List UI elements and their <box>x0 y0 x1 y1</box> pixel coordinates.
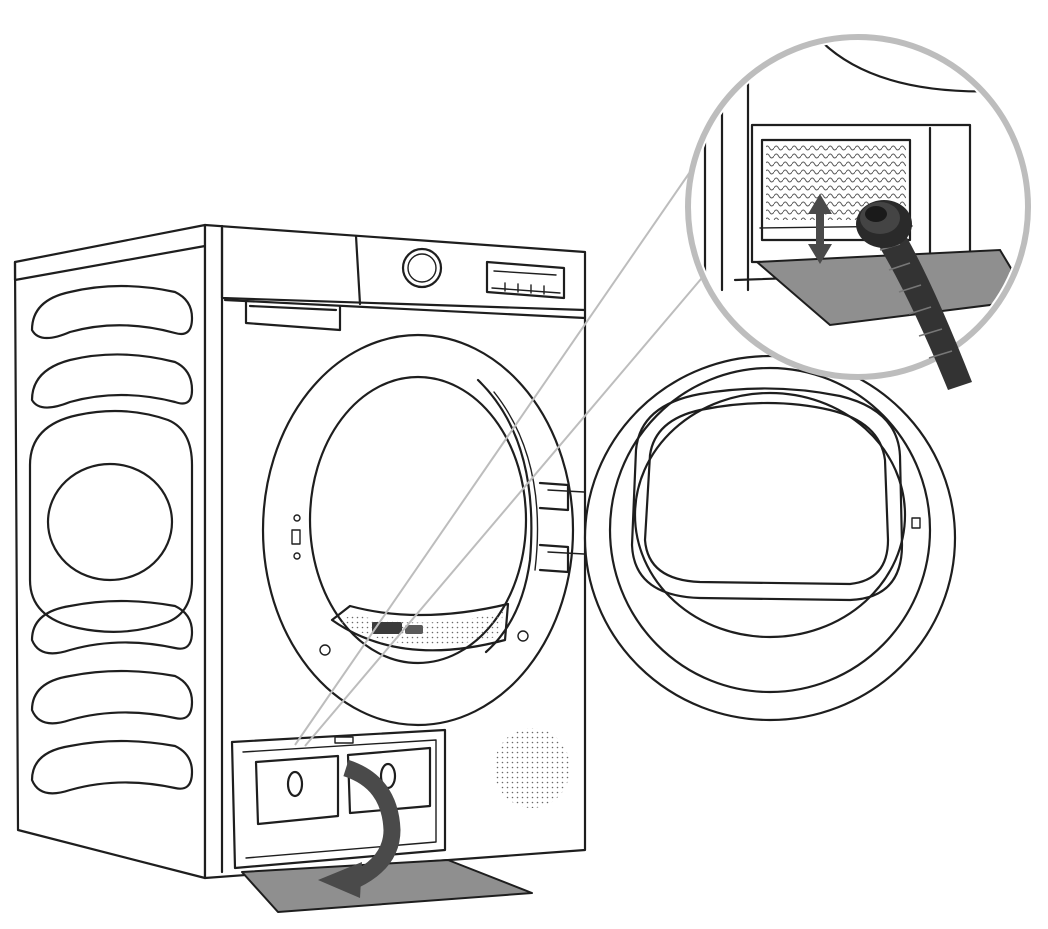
rotate-arrow-icon <box>318 759 401 898</box>
program-knob <box>401 247 443 289</box>
vent-grille <box>494 728 570 808</box>
lock-knob-left <box>286 770 304 798</box>
vacuum-nozzle <box>856 200 972 390</box>
callout-guides <box>294 171 713 747</box>
side-panel-ribs <box>28 284 194 795</box>
door-open <box>583 354 957 722</box>
control-display <box>485 260 566 300</box>
magnifier-callout <box>685 34 1031 390</box>
door-hinges <box>538 481 585 574</box>
heat-exchanger-compartment <box>230 728 447 870</box>
dryer-body <box>13 223 587 880</box>
up-down-arrow-icon <box>808 194 832 264</box>
